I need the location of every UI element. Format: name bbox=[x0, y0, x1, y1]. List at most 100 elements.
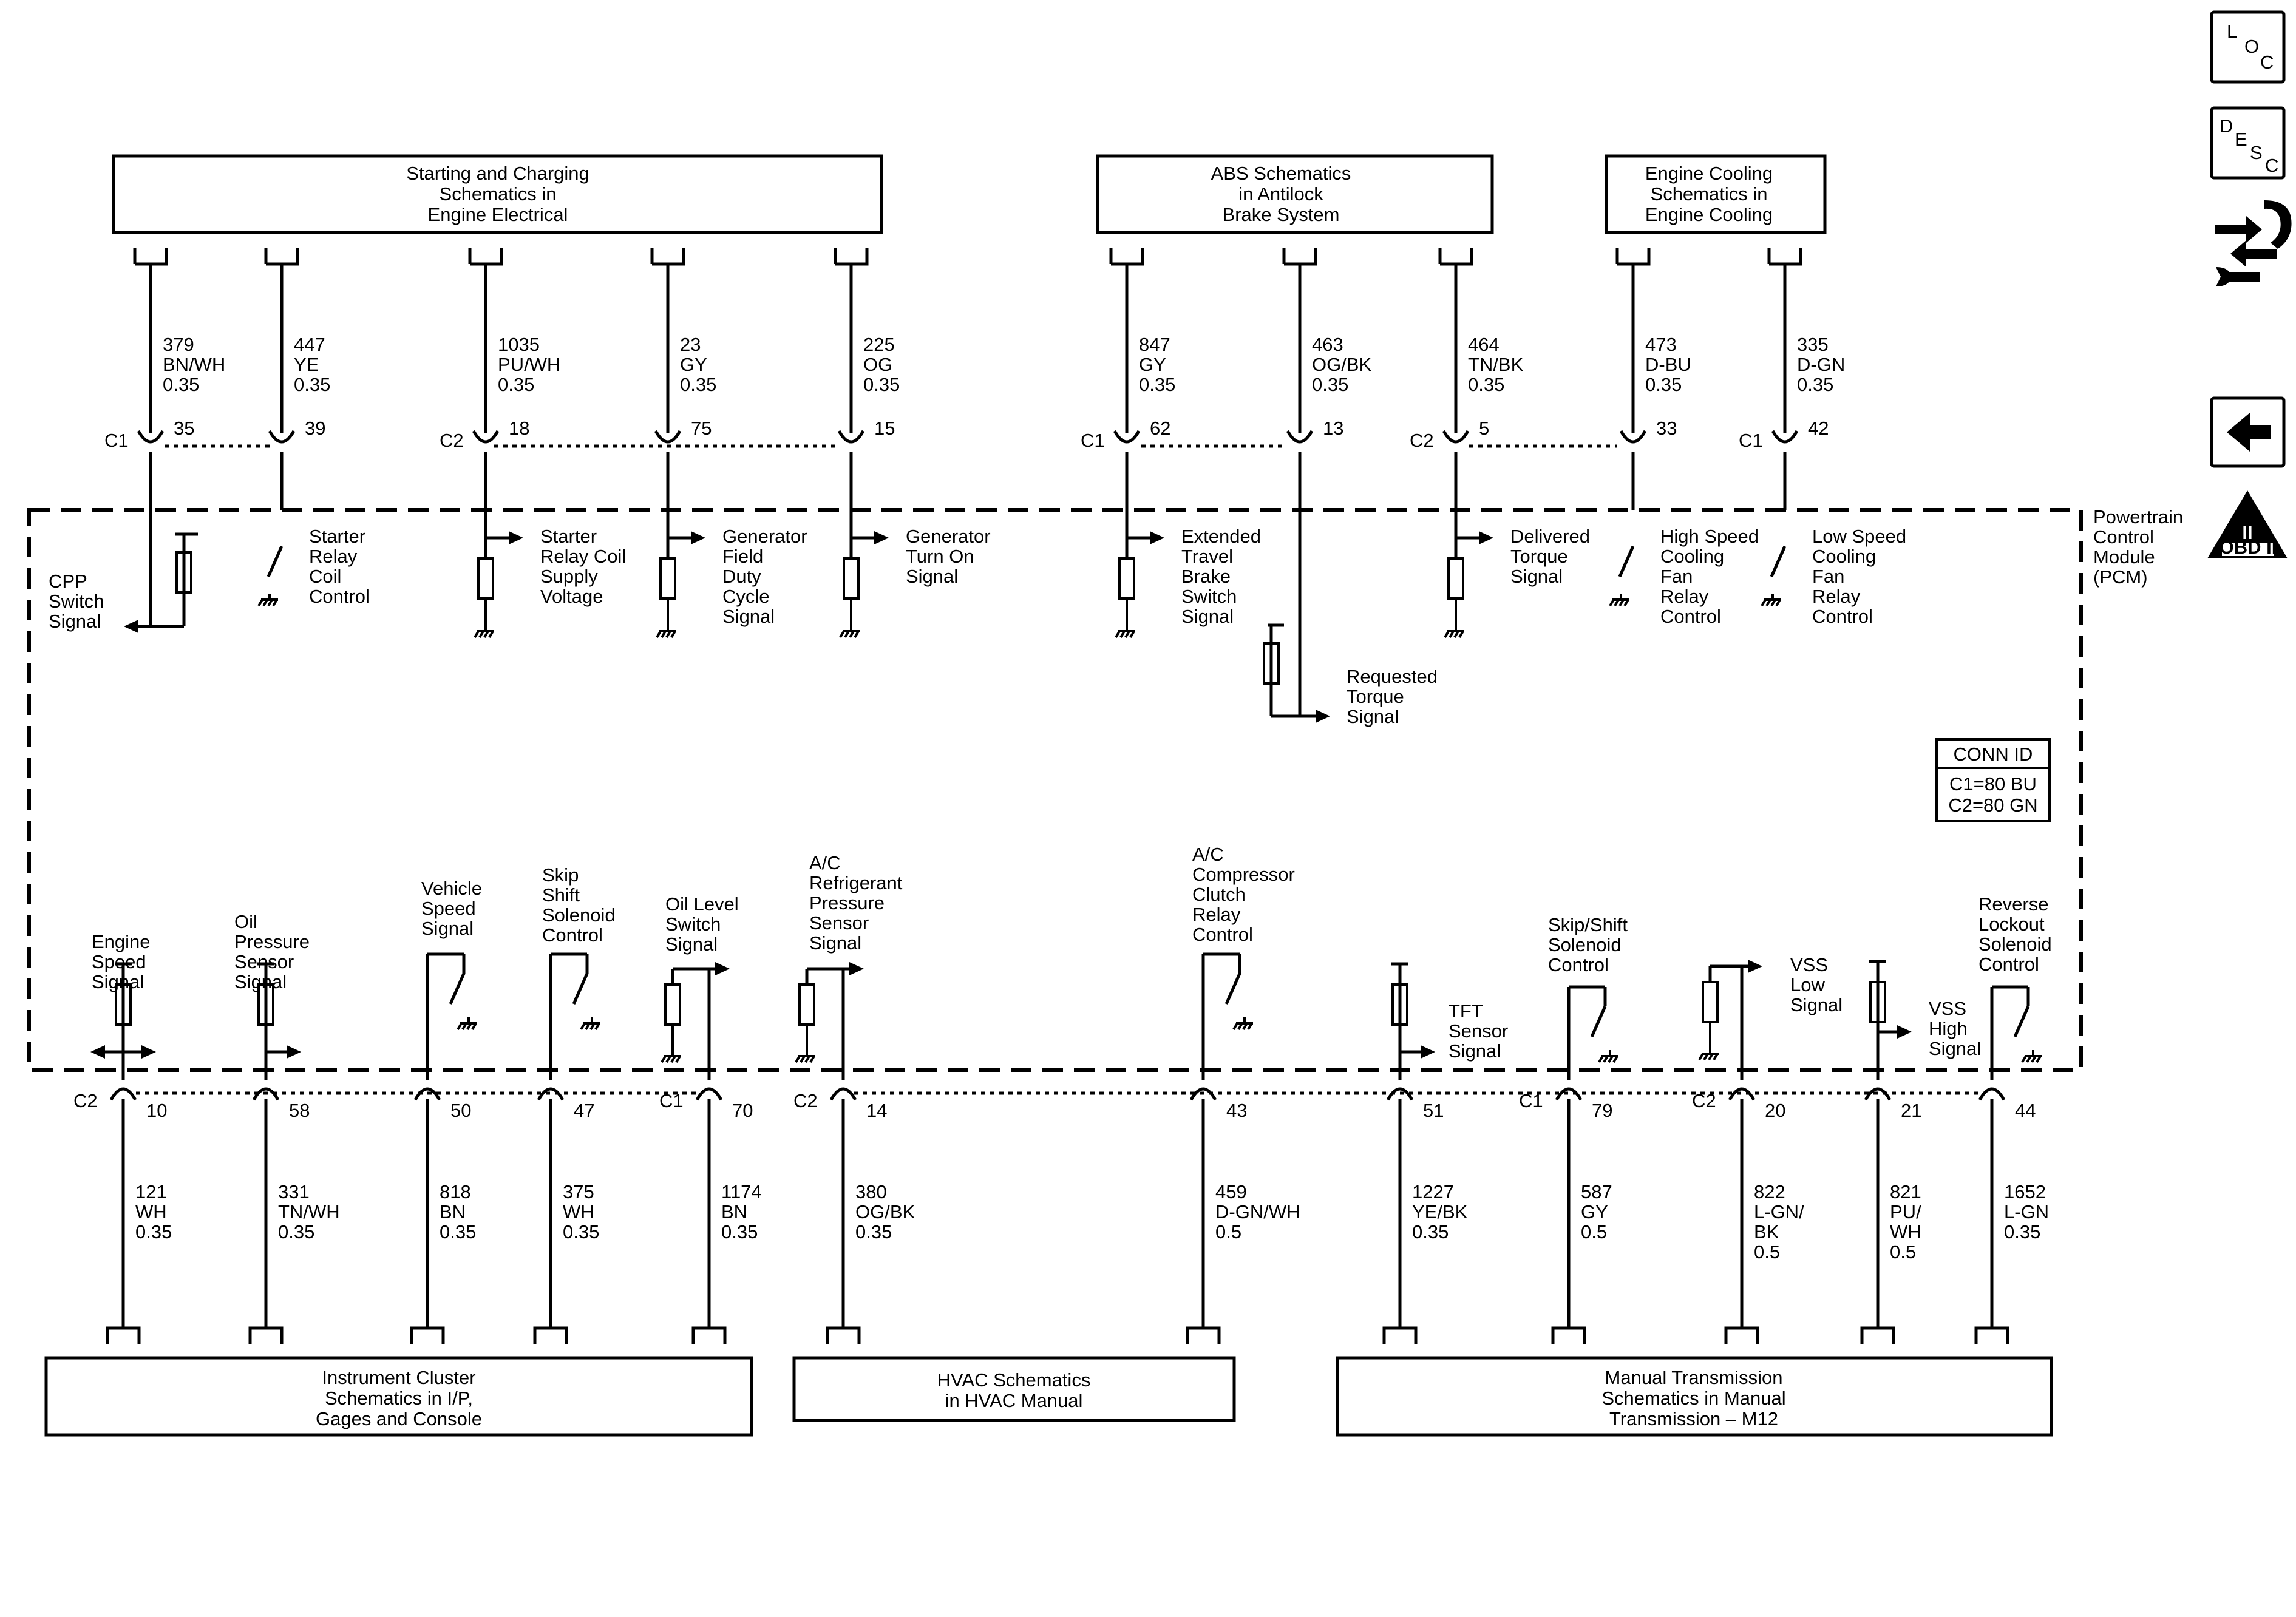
signal-label: Torque bbox=[1347, 686, 1404, 707]
signal-label: Sensor bbox=[234, 951, 294, 972]
diagnostic-tool-icon[interactable] bbox=[2215, 200, 2292, 286]
signal-arrow-head bbox=[1748, 960, 1762, 973]
ground-hatch bbox=[804, 1055, 810, 1063]
signal-label: Duty bbox=[722, 566, 761, 587]
connector-pin-cap bbox=[1978, 1087, 2006, 1101]
ground-hatch bbox=[466, 1022, 472, 1031]
signal-label: A/C bbox=[809, 852, 841, 873]
switch-contact bbox=[1590, 1005, 1607, 1038]
resistor-body bbox=[843, 557, 860, 600]
wire-size: 0.35 bbox=[163, 374, 199, 395]
resistor-body bbox=[175, 551, 192, 594]
wire-size: 0.35 bbox=[2004, 1221, 2040, 1242]
signal-label: Turn On bbox=[906, 546, 974, 567]
signal-arrow-head bbox=[1150, 531, 1164, 544]
signal-label: Sensor bbox=[809, 912, 869, 934]
signal-label: Pressure bbox=[234, 931, 310, 952]
ground-hatch bbox=[1129, 630, 1135, 639]
box-starting-charging[interactable]: Starting and Charging Schematics in Engi… bbox=[112, 154, 883, 234]
wire-size: 0.35 bbox=[1797, 374, 1833, 395]
connector-pin-cap bbox=[1386, 1087, 1414, 1101]
box-instrument-cluster[interactable]: Instrument Cluster Schematics in I/P, Ga… bbox=[44, 1356, 753, 1437]
signal-label: Pressure bbox=[809, 892, 885, 914]
signal-label: High Speed bbox=[1660, 526, 1759, 547]
ground-hatch bbox=[854, 630, 860, 639]
terminal-bracket bbox=[1109, 248, 1144, 266]
box-abs[interactable]: ABS Schematics in Antilock Brake System bbox=[1096, 154, 1494, 234]
connector-id: C2 bbox=[73, 1090, 98, 1111]
terminal-bracket bbox=[1724, 1326, 1759, 1344]
ground-hatch bbox=[585, 1022, 591, 1031]
back-arrow-icon[interactable] bbox=[2210, 396, 2286, 468]
wire-color: L-GN bbox=[2004, 1201, 2049, 1222]
signal-label: Control bbox=[1978, 954, 2039, 975]
obd-numeral: II bbox=[2242, 522, 2252, 543]
wire-color: WH bbox=[135, 1201, 167, 1222]
desc-letter: C bbox=[2265, 155, 2278, 176]
ground-hatch bbox=[670, 1055, 676, 1063]
signal-label: Generator bbox=[722, 526, 807, 547]
pcm-module-label: Powertrain Control Module (PCM) bbox=[2093, 506, 2183, 588]
box-line: Gages and Console bbox=[316, 1408, 482, 1429]
ground-hatch bbox=[1775, 598, 1781, 607]
desc-icon[interactable]: D E S C bbox=[2210, 106, 2286, 180]
pin-number: 18 bbox=[509, 418, 529, 439]
wire-size: 0.35 bbox=[294, 374, 330, 395]
resistor-body bbox=[798, 983, 815, 1026]
signal-label: Relay Coil bbox=[540, 546, 626, 567]
signal-arrow-head bbox=[715, 962, 730, 975]
circuit-number: 375 bbox=[563, 1181, 594, 1202]
signal-label: Field bbox=[722, 546, 763, 567]
signal-label: Skip bbox=[542, 864, 579, 886]
terminal-bracket bbox=[1551, 1326, 1586, 1344]
terminal-bracket bbox=[826, 1326, 861, 1344]
ground-hatch bbox=[1237, 1022, 1243, 1031]
module-label-line: Powertrain bbox=[2093, 506, 2183, 527]
connector-id: C1 bbox=[1081, 430, 1105, 451]
box-manual-transmission[interactable]: Manual Transmission Schematics in Manual… bbox=[1336, 1356, 2053, 1437]
box-line: Brake System bbox=[1223, 204, 1340, 225]
wire-color: PU/ bbox=[1890, 1201, 1921, 1222]
loc-icon[interactable]: L O C bbox=[2210, 10, 2286, 84]
ground-hatch bbox=[661, 630, 667, 639]
ground-hatch bbox=[471, 1022, 477, 1031]
terminal-bracket bbox=[1860, 1326, 1895, 1344]
pin-number: 75 bbox=[691, 418, 712, 439]
signal-label: Clutch bbox=[1192, 884, 1246, 905]
connector-pin-cap bbox=[1113, 430, 1141, 444]
box-line: HVAC Schematics bbox=[937, 1369, 1091, 1391]
pin-number: 20 bbox=[1765, 1100, 1785, 1121]
resistor-body bbox=[1447, 557, 1464, 600]
ground-hatch bbox=[844, 630, 850, 639]
box-line: Manual Transmission bbox=[1605, 1367, 1783, 1388]
resistor-body bbox=[1702, 981, 1719, 1023]
signal-label: Signal bbox=[809, 932, 861, 954]
wire-size: 0.35 bbox=[1412, 1221, 1449, 1242]
pin-number: 50 bbox=[450, 1100, 471, 1121]
ground-hatch bbox=[1603, 1055, 1609, 1063]
box-hvac[interactable]: HVAC Schematics in HVAC Manual bbox=[792, 1356, 1236, 1422]
signal-label: Control bbox=[1192, 924, 1253, 945]
circuit-number: 818 bbox=[440, 1181, 471, 1202]
box-line: Starting and Charging bbox=[406, 163, 589, 184]
box-engine-cooling[interactable]: Engine Cooling Schematics in Engine Cool… bbox=[1605, 154, 1827, 234]
signal-label: Fan bbox=[1660, 566, 1693, 587]
signal-label: Lockout bbox=[1978, 914, 2045, 935]
terminal-bracket bbox=[1382, 1326, 1418, 1344]
wire-color: OG/BK bbox=[1312, 354, 1372, 375]
signal-label: Low Speed bbox=[1812, 526, 1906, 547]
circuit-number: 121 bbox=[135, 1181, 167, 1202]
wire-color: BN bbox=[440, 1201, 466, 1222]
signal-label: Signal bbox=[421, 918, 474, 939]
signal-label: Starter bbox=[309, 526, 365, 547]
terminal-bracket bbox=[1767, 248, 1802, 266]
circuit-number: 380 bbox=[855, 1181, 887, 1202]
box-line: in Antilock bbox=[1238, 183, 1323, 205]
terminal-bracket bbox=[106, 1326, 141, 1344]
